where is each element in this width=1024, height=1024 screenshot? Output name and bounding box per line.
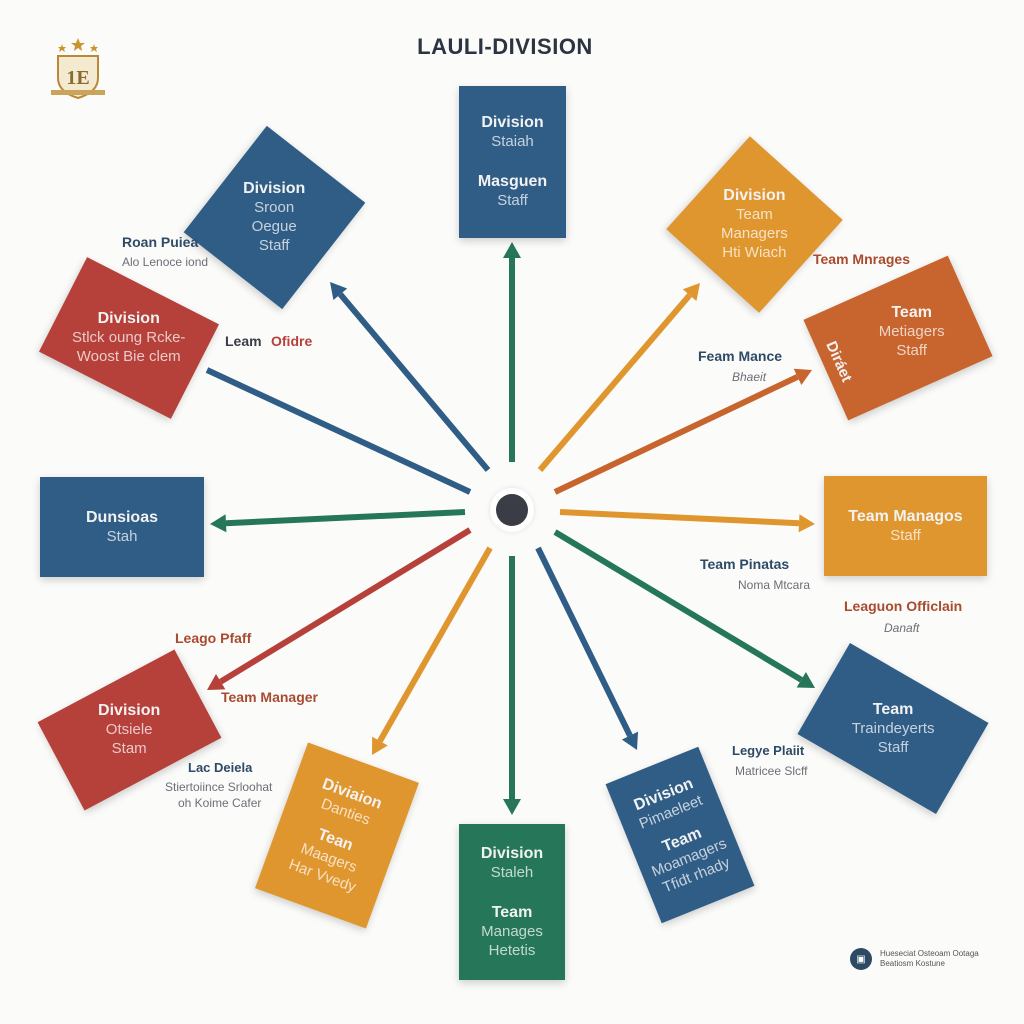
- label-lac-deiela: Lac Deiela: [188, 760, 253, 775]
- arrowhead-icon: [798, 514, 815, 533]
- box-heading: Masguen: [477, 173, 548, 190]
- box-text: Staff: [259, 236, 290, 254]
- box-bottom-green[interactable]: Division Staleh Team Manages Hetetis: [459, 824, 565, 980]
- box-text: Hti Wiach: [722, 243, 787, 261]
- connector-arrow: [372, 546, 493, 755]
- label-leaguon: Leaguon Officlain: [844, 598, 963, 614]
- crest-logo: 1E: [51, 38, 105, 100]
- label-ofidre: Ofidre: [271, 333, 313, 349]
- connector-arrow: [553, 368, 812, 495]
- box-left-blue[interactable]: Dunsioas Stah: [40, 477, 204, 577]
- label-roan-sub: Alo Lenoce iond: [122, 255, 209, 269]
- box-heading: Team: [872, 700, 914, 718]
- arrowhead-icon: [621, 731, 639, 750]
- arrowhead-icon: [207, 673, 226, 690]
- box-text: Stlck oung Rcke-: [72, 328, 186, 346]
- label-leaguon-sub: Danaft: [884, 621, 920, 635]
- label-lac-sub-2: oh Koime Cafer: [178, 796, 262, 810]
- connector-arrow: [553, 529, 815, 688]
- connector-arrow: [535, 546, 639, 750]
- connector-arrow: [330, 282, 491, 472]
- label-feam-sub: Bhaeit: [732, 370, 767, 384]
- arrowhead-icon: [796, 672, 815, 688]
- connector-arrow: [559, 509, 815, 533]
- arrowhead-icon: [372, 736, 388, 755]
- box-text: Staff: [497, 192, 528, 209]
- box-text: Sroon: [254, 198, 295, 216]
- svg-text:1E: 1E: [66, 67, 89, 89]
- label-leam: Leam: [225, 333, 262, 349]
- box-heading: Division: [480, 844, 544, 862]
- legend: ▣ Hueseciat Osteoam Ootaga Beatiosm Kost…: [850, 948, 979, 970]
- label-team-mnrages: Team Mnrages: [813, 251, 910, 267]
- box-heading: Division: [723, 186, 786, 204]
- label-team-manager: Team Manager: [221, 689, 318, 705]
- connector-arrow: [207, 527, 472, 690]
- box-text: Managers: [721, 224, 788, 242]
- arrowhead-icon: [210, 514, 227, 533]
- label-feam-mance: Feam Mance: [698, 348, 783, 364]
- arrowhead-icon: [330, 282, 348, 301]
- box-heading: Division: [97, 309, 161, 327]
- box-text: Metiagers: [878, 322, 945, 340]
- box-text: Staff: [890, 526, 921, 544]
- label-legye-sub: Matricee Slcff: [735, 764, 808, 778]
- box-heading: Team: [891, 303, 933, 321]
- box-text: Hetetis: [488, 941, 536, 959]
- box-heading: Division: [481, 114, 544, 131]
- legend-line-1: Hueseciat Osteoam Ootaga: [880, 949, 979, 958]
- label-team-pinatas-sub: Noma Mtcara: [738, 578, 811, 592]
- box-heading: Division: [98, 702, 161, 720]
- box-text: Otsiele: [106, 721, 153, 739]
- box-text: Staff: [896, 341, 927, 359]
- arrowhead-icon: [682, 283, 700, 302]
- legend-line-2: Beatiosm Kostune: [880, 959, 945, 968]
- box-text: Staiah: [491, 133, 534, 150]
- center-hub: [490, 488, 534, 532]
- label-legye-plaiit: Legye Plaiit: [732, 743, 805, 758]
- label-roan-puice: Roan Puiea: [122, 234, 199, 250]
- arrowhead-icon: [503, 242, 521, 258]
- box-heading: Team Managos: [848, 507, 963, 525]
- box-text: Stah: [106, 527, 138, 545]
- connector-arrow: [205, 367, 472, 495]
- box-heading: Division: [243, 179, 306, 197]
- label-leago-pfaff: Leago Pfaff: [175, 630, 252, 646]
- connector-arrow: [210, 509, 466, 533]
- arrowhead-icon: [793, 368, 812, 385]
- box-text: Staff: [877, 738, 909, 756]
- box-text: Traindeyerts: [851, 719, 935, 737]
- box-text: Woost Bie clem: [77, 347, 181, 365]
- connector-arrow: [503, 242, 521, 462]
- connector-arrow: [503, 556, 521, 815]
- box-text: Oegue: [251, 217, 298, 235]
- box-right-orange[interactable]: Team Managos Staff: [824, 476, 987, 576]
- box-text: Stam: [111, 740, 148, 758]
- box-heading: Team: [491, 903, 533, 921]
- box-top[interactable]: Division Staiah Masguen Staff: [459, 86, 566, 238]
- legend-book-icon: ▣: [850, 948, 872, 970]
- box-text: Staleh: [490, 863, 534, 881]
- box-heading: Dunsioas: [85, 508, 158, 526]
- diagram-title: LAULI-DIVISION: [417, 34, 593, 59]
- box-text: Manages: [481, 922, 543, 940]
- connector-arrow: [537, 283, 700, 472]
- arrowhead-icon: [503, 799, 521, 815]
- label-lac-sub-1: Stiertoiince Srloohat: [165, 780, 273, 794]
- label-team-pinatas: Team Pinatas: [700, 556, 790, 572]
- box-text: Team: [736, 205, 773, 223]
